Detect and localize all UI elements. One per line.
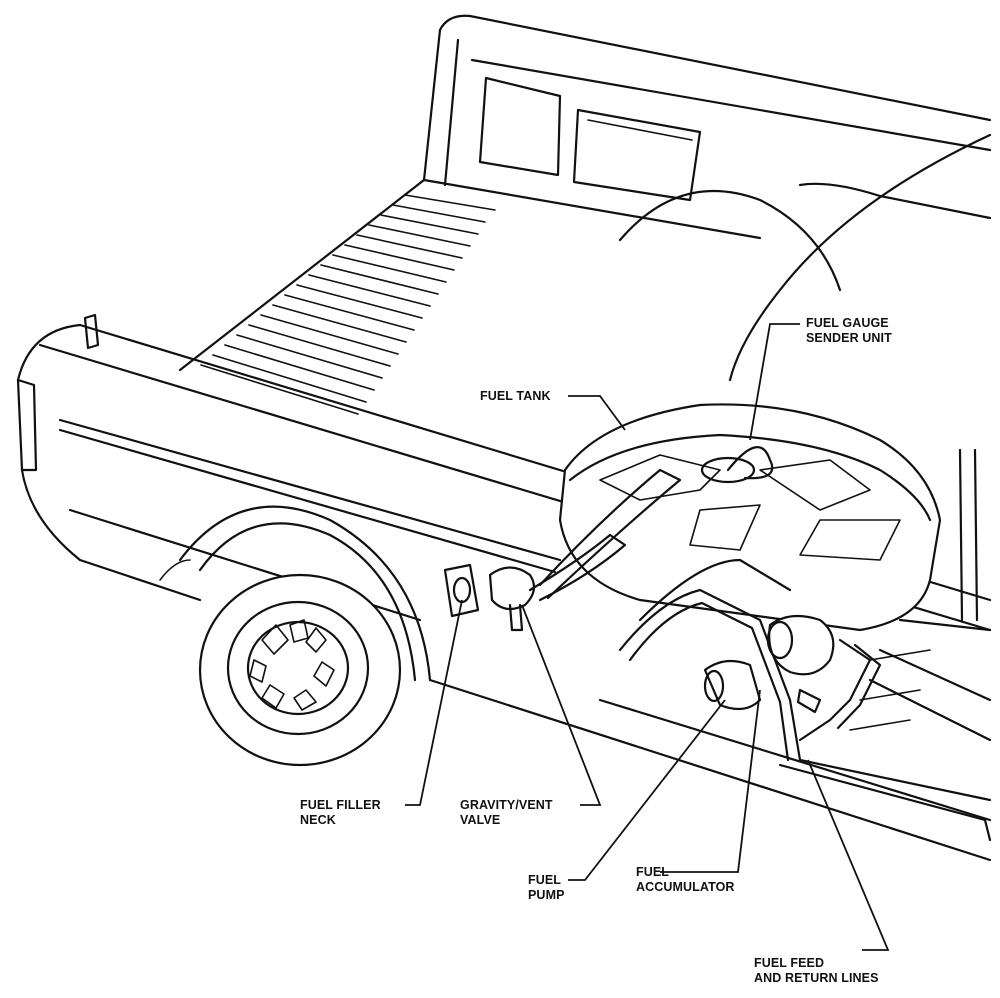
cab-fender-curve [618, 133, 992, 382]
label-fuel-pump: FUEL PUMP [528, 873, 565, 902]
filler-neck-assembly [443, 468, 682, 632]
leader-vent [521, 604, 602, 806]
leader-pump [568, 699, 726, 881]
leader-filler [405, 599, 463, 806]
bed-floor [178, 178, 762, 415]
leader-accumulator [660, 689, 761, 873]
rear-wheel [178, 505, 432, 767]
accumulator-and-pump [703, 614, 835, 714]
frame-underbody [428, 448, 992, 862]
label-gravity-vent-valve: GRAVITY/VENT VALVE [460, 798, 553, 827]
fuel-lines [618, 558, 882, 762]
leader-lines [807, 759, 890, 951]
label-fuel-tank: FUEL TANK [480, 389, 551, 403]
cab-outline [422, 14, 992, 220]
leader-lines [405, 323, 890, 951]
label-fuel-accumulator: FUEL ACCUMULATOR [636, 865, 735, 894]
leader-sender [749, 323, 800, 441]
label-fuel-feed-return-lines: FUEL FEED AND RETURN LINES [754, 956, 879, 985]
label-fuel-filler-neck: FUEL FILLER NECK [300, 798, 381, 827]
fuel-tank-shape [558, 403, 942, 632]
label-fuel-gauge-sender: FUEL GAUGE SENDER UNIT [806, 316, 892, 345]
leader-tank [568, 395, 626, 431]
